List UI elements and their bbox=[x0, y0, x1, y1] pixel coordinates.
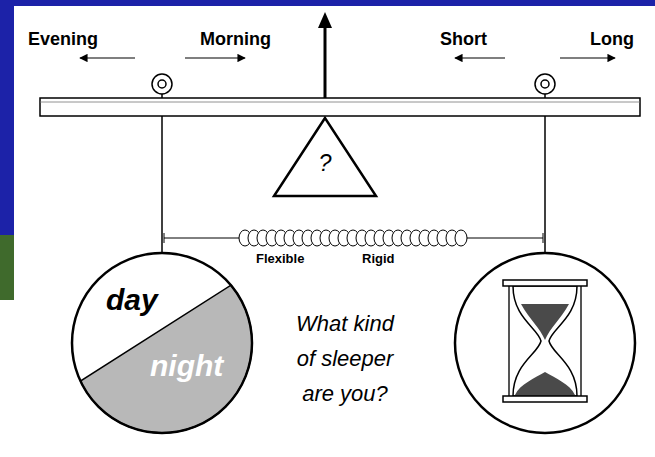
circle-outline bbox=[72, 253, 252, 433]
spring-end bbox=[164, 233, 165, 243]
triangle-shape bbox=[274, 118, 376, 196]
night-label: night bbox=[150, 349, 223, 382]
blue-strip bbox=[0, 0, 14, 235]
question-mark: ? bbox=[273, 151, 377, 177]
direction-label: Short bbox=[440, 30, 487, 50]
node-outline bbox=[72, 253, 252, 433]
green-patch bbox=[0, 235, 14, 300]
balance-beam bbox=[40, 98, 640, 116]
evening-arrow bbox=[80, 57, 135, 58]
spring-label: Rigid bbox=[362, 252, 395, 266]
left-knob-core bbox=[158, 80, 166, 88]
direction-label: Long bbox=[590, 30, 634, 50]
pivot-triangle: ? bbox=[273, 117, 377, 197]
short-arrow bbox=[455, 57, 505, 58]
day-night-circle: day night bbox=[72, 253, 252, 433]
long-arrow bbox=[560, 57, 615, 58]
spring-coil bbox=[239, 230, 467, 246]
beam-line bbox=[40, 102, 640, 103]
spring-label: Flexible bbox=[256, 252, 304, 266]
direction-label: Morning bbox=[200, 30, 271, 50]
question-text: What kind of sleeper are you? bbox=[286, 306, 404, 411]
lift-arrow bbox=[324, 24, 327, 98]
lift-arrowhead bbox=[318, 12, 332, 28]
right-knob bbox=[535, 74, 555, 94]
hourglass-symbol bbox=[503, 280, 587, 402]
spring-end bbox=[543, 233, 544, 243]
right-knob-core bbox=[541, 80, 549, 88]
blue-band bbox=[0, 0, 655, 6]
direction-label: Evening bbox=[28, 30, 98, 50]
left-knob bbox=[152, 74, 172, 94]
morning-arrow bbox=[185, 57, 245, 58]
hourglass-circle bbox=[455, 253, 635, 433]
circle-ground bbox=[72, 253, 252, 433]
day-label: day bbox=[106, 283, 158, 316]
